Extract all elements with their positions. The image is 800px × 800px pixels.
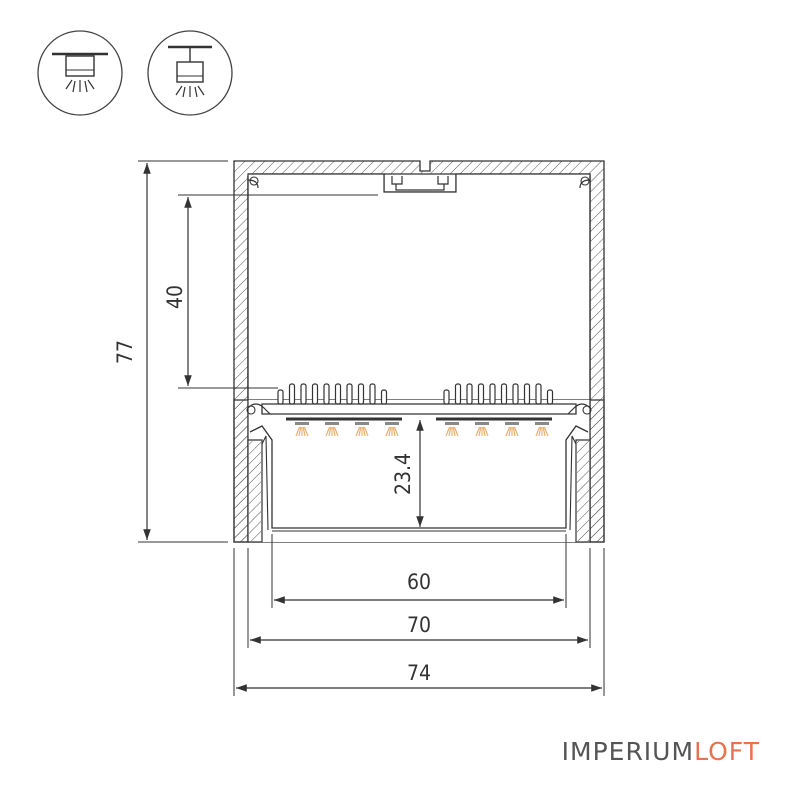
heatsink-fin (288, 383, 296, 405)
dimension-label-74: 74 (407, 661, 431, 685)
brand-part-main: IMPERIUM (562, 737, 694, 766)
dimension-label-70: 70 (407, 613, 431, 637)
heatsink-fin (369, 383, 376, 405)
dimension-height-total: 77 (113, 160, 228, 543)
brand-logo: IMPERIUMLOFT (562, 737, 760, 766)
heatsink-fin (380, 389, 388, 405)
dimension-diffuser-depth: 23.4 (391, 420, 424, 527)
aluminium-profile (233, 160, 605, 543)
heatsink-fin (466, 383, 473, 405)
heatsink-fin (443, 389, 450, 405)
led-emitter (445, 422, 459, 437)
heatsink-fin (489, 383, 496, 405)
heatsink-fin (546, 389, 554, 405)
suspended-mount-icon (147, 30, 233, 116)
heatsink-fin (334, 383, 342, 405)
led-emitter (475, 422, 489, 437)
dimension-label-77: 77 (113, 340, 137, 364)
dimension-width-total: 74 (233, 548, 605, 696)
heatsink-fin (323, 383, 330, 405)
led-emitter (505, 422, 519, 437)
dimension-inner-height: 40 (163, 194, 378, 389)
led-emitter (325, 422, 339, 437)
surface-mount-icon (37, 30, 123, 116)
heatsink-fin (300, 383, 307, 405)
heatsink-fin (523, 383, 531, 405)
heatsink-fin (512, 383, 519, 405)
dimension-width-mid: 70 (247, 548, 591, 648)
heatsink-fin (500, 383, 508, 405)
led-emitter (355, 422, 369, 437)
led-emitter (535, 422, 549, 437)
heatsink-fin (346, 383, 353, 405)
dimension-label-23-4: 23.4 (391, 453, 415, 495)
heatsink-fin (277, 389, 284, 405)
led-emitter (295, 422, 309, 437)
heatsink-fin (535, 383, 542, 405)
heatsink-fin (454, 383, 462, 405)
dimension-width-inner: 60 (271, 534, 567, 608)
heatsink-fin (311, 383, 319, 405)
dimension-label-40: 40 (163, 285, 187, 309)
led-emitter (385, 422, 399, 437)
dimension-label-60: 60 (407, 570, 431, 594)
heatsink-fin (357, 383, 365, 405)
heatsink-fin (477, 383, 485, 405)
brand-part-accent: LOFT (694, 737, 760, 766)
